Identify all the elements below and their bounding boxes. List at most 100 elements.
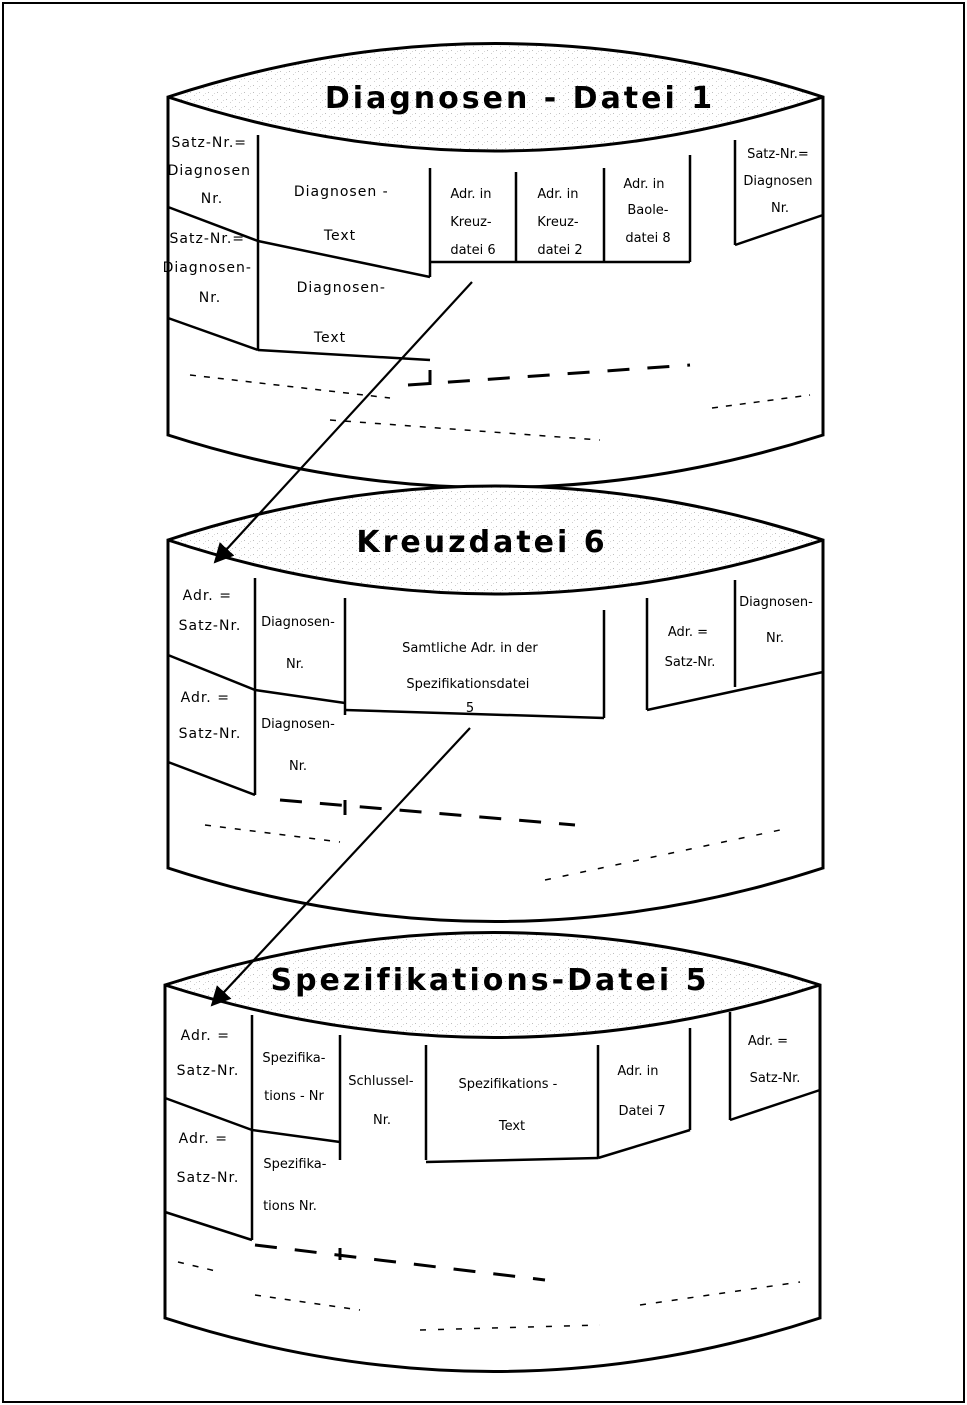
kreuzdatei-drum: Kreuzdatei 6 Adr. = Satz-Nr. Diagnosen- … xyxy=(166,484,825,923)
cell-adr-datei-7: Datei 7 xyxy=(618,1104,665,1119)
cell-adr-satz-nr-right: Satz-Nr. xyxy=(665,655,716,670)
svg-text:Adr. = Satz-Nr.: Adr. = Satz-Nr. xyxy=(179,690,242,742)
svg-text:Adr. in Baole- dat: Adr. in Baole- datei 8 xyxy=(623,177,672,246)
drum-front-curve xyxy=(167,538,824,596)
cell-adr-satz-nr-right: Adr. = xyxy=(668,625,708,640)
cell-adr-kreuzdatei-2: Kreuz- xyxy=(537,215,579,230)
file-title: Kreuzdatei 6 xyxy=(356,525,607,560)
file-title: Spezifikations-Datei 5 xyxy=(270,963,709,998)
arrow-kreuzdatei-to-spezdatei xyxy=(210,727,471,1007)
cell-adr-satz-nr: Adr. = xyxy=(181,690,230,706)
cell-adr-datei-8: Adr. in xyxy=(623,177,664,192)
arrow-datei1-to-kreuzdatei xyxy=(213,281,473,564)
cell-adr-datei-8: datei 8 xyxy=(625,231,670,246)
cell-spezifikations-text: Text xyxy=(498,1119,525,1134)
continuation-dashes xyxy=(204,798,781,881)
cell-adr-satz-nr: Adr. = xyxy=(183,588,232,604)
cell-schlussel-nr: Schlussel- xyxy=(348,1074,414,1089)
svg-text:Diagnosen- Text: Diagnosen- Text xyxy=(297,280,392,346)
cell-diagnosen-nr: Nr. xyxy=(289,759,307,774)
svg-text:Satz-Nr.= Diagnosen: Satz-Nr.= Diagnosen Nr. xyxy=(743,147,816,216)
cell-adr-datei-7: Adr. in xyxy=(617,1064,658,1079)
cell-diagnosen-text: Text xyxy=(323,228,356,244)
record-row-1 xyxy=(167,135,824,362)
cell-satz-nr-right: Nr. xyxy=(771,201,789,216)
svg-text:Diagnosen- Nr.: Diagnosen- Nr. xyxy=(739,595,817,646)
cell-diagnosen-nr: Nr. xyxy=(286,657,304,672)
cell-satz-nr: Nr. xyxy=(199,290,221,306)
cell-adr-satz-nr: Satz-Nr. xyxy=(177,1063,240,1079)
svg-text:Schlussel- Nr.: Schlussel- Nr. xyxy=(348,1074,417,1128)
drum-top-face xyxy=(168,486,823,594)
cell-samtliche-adr: 5 xyxy=(466,701,474,716)
cell-satz-nr-right: Satz-Nr.= xyxy=(747,147,809,162)
cell-adr-satz-nr-right: Adr. = xyxy=(748,1034,788,1049)
cell-spezifikations-nr: tions Nr. xyxy=(263,1199,317,1214)
cell-satz-nr: Diagnosen- xyxy=(163,260,252,276)
cell-diagnosen-nr: Diagnosen- xyxy=(261,615,335,630)
cell-adr-kreuzdatei-2: datei 2 xyxy=(537,243,582,258)
svg-text:Samtliche Adr. in der Sp: Samtliche Adr. in der Spezifikationsdate… xyxy=(402,641,542,716)
cell-diagnosen-nr-right: Nr. xyxy=(766,631,784,646)
cell-adr-datei-8: Baole- xyxy=(627,203,668,218)
drum-front-curve xyxy=(164,983,821,1039)
drum-outline xyxy=(163,931,822,1373)
cell-samtliche-adr: Spezifikationsdatei xyxy=(406,677,529,692)
cell-adr-satz-nr: Satz-Nr. xyxy=(179,618,242,634)
cell-satz-nr: Nr. xyxy=(201,191,223,207)
cell-adr-kreuzdatei-6: datei 6 xyxy=(450,243,495,258)
svg-text:Adr. in Kreuz- dat: Adr. in Kreuz- datei 6 xyxy=(450,187,495,258)
svg-text:Adr. = Satz-Nr.: Adr. = Satz-Nr. xyxy=(179,588,242,634)
svg-text:Spezifika- tions - Nr: Spezifika- tions - Nr xyxy=(262,1051,329,1104)
cell-diagnosen-text: Text xyxy=(313,330,346,346)
cell-adr-satz-nr-right: Satz-Nr. xyxy=(750,1071,801,1086)
cell-diagnosen-text: Diagnosen - xyxy=(294,184,389,200)
svg-text:Adr. = Satz-Nr.: Adr. = Satz-Nr. xyxy=(665,625,716,670)
continuation-dashes xyxy=(177,1243,801,1331)
cell-adr-kreuzdatei-6: Adr. in xyxy=(450,187,491,202)
cell-diagnosen-nr-right: Diagnosen- xyxy=(739,595,813,610)
svg-text:Adr. = Satz-Nr.: Adr. = Satz-Nr. xyxy=(177,1028,240,1079)
cell-diagnosen-text: Diagnosen- xyxy=(297,280,386,296)
diagnosen-datei-drum: Diagnosen - Datei 1 Satz-Nr.= Diagnosen … xyxy=(163,42,825,489)
svg-text:Adr. in Kreuz- dat: Adr. in Kreuz- datei 2 xyxy=(537,187,582,258)
cell-satz-nr: Satz-Nr.= xyxy=(170,231,245,247)
cell-adr-satz-nr: Satz-Nr. xyxy=(177,1170,240,1186)
svg-text:Adr. = Satz-Nr.: Adr. = Satz-Nr. xyxy=(177,1131,240,1186)
drum-front-curve xyxy=(167,95,824,153)
svg-text:Satz-Nr.= Diagnosen-: Satz-Nr.= Diagnosen- Nr. xyxy=(163,231,258,306)
file-title: Diagnosen - Datei 1 xyxy=(325,81,715,116)
cell-samtliche-adr: Samtliche Adr. in der xyxy=(402,641,538,656)
cell-satz-nr-right: Diagnosen xyxy=(743,174,812,189)
cell-schlussel-nr: Nr. xyxy=(373,1113,391,1128)
continuation-dashes xyxy=(189,363,811,441)
drum-outline xyxy=(166,484,825,923)
cell-satz-nr: Diagnosen xyxy=(168,163,251,179)
cell-adr-kreuzdatei-6: Kreuz- xyxy=(450,215,492,230)
cell-adr-kreuzdatei-2: Adr. in xyxy=(537,187,578,202)
cell-spezifikations-nr: Spezifika- xyxy=(263,1157,326,1172)
svg-text:Spezifikations - Text: Spezifikations - Text xyxy=(458,1077,561,1134)
drum-top-face xyxy=(168,43,823,151)
cell-diagnosen-nr: Diagnosen- xyxy=(261,717,335,732)
record-row-1 xyxy=(167,578,824,797)
cell-spezifikations-nr: tions - Nr xyxy=(264,1089,324,1104)
cell-spezifikations-text: Spezifikations - xyxy=(458,1077,557,1092)
cell-adr-satz-nr: Satz-Nr. xyxy=(179,726,242,742)
cell-spezifikations-nr: Spezifika- xyxy=(262,1051,325,1066)
svg-text:Diagnosen - Text: Diagnosen - Text xyxy=(294,184,394,244)
svg-text:Diagnosen- Nr.: Diagnosen- Nr. xyxy=(261,615,339,672)
svg-text:Diagnosen- Nr.: Diagnosen- Nr. xyxy=(261,717,339,774)
drum-outline xyxy=(166,42,825,489)
svg-text:Adr. in Datei 7: Adr. in Datei 7 xyxy=(617,1064,665,1119)
svg-text:Spezifika- tions Nr.: Spezifika- tions Nr. xyxy=(263,1157,331,1214)
spezifikations-datei-drum: Spezifikations-Datei 5 Adr. = Satz-Nr. S… xyxy=(163,931,822,1373)
record-row-1 xyxy=(164,1012,821,1242)
cell-adr-satz-nr: Adr. = xyxy=(179,1131,228,1147)
drum-top-face xyxy=(165,932,820,1038)
svg-text:Adr. = Satz-Nr.: Adr. = Satz-Nr. xyxy=(748,1034,801,1086)
cell-adr-satz-nr: Adr. = xyxy=(181,1028,230,1044)
cell-satz-nr: Satz-Nr.= xyxy=(172,135,247,151)
pointer-arrows xyxy=(210,281,473,1007)
